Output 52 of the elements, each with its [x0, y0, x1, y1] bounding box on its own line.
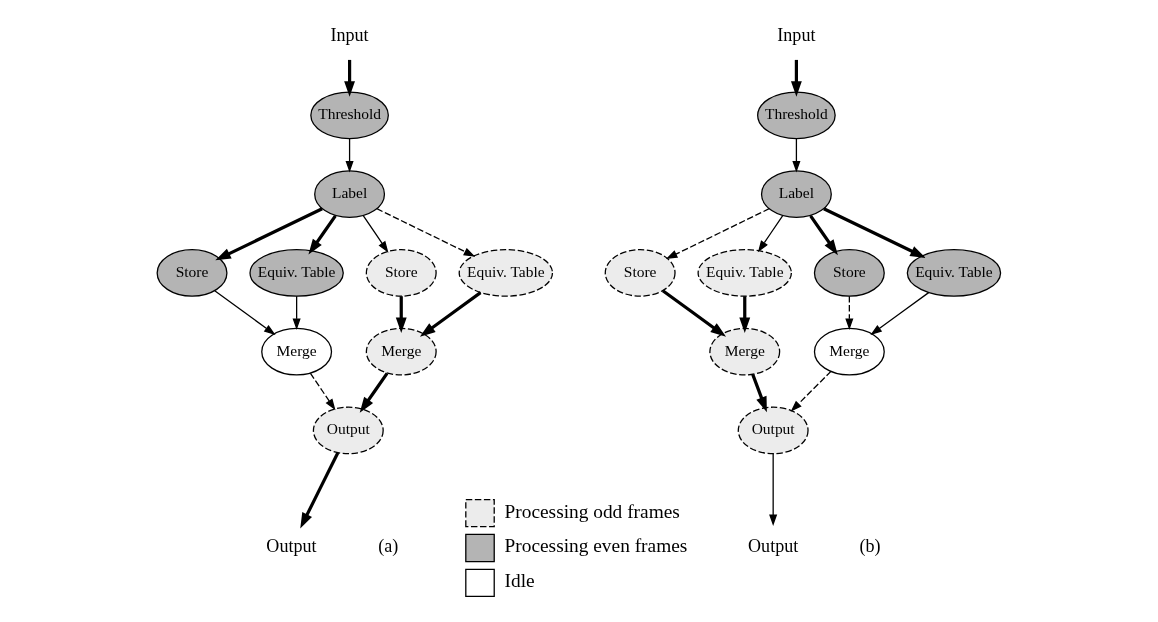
arrow [792, 138, 801, 173]
arrow [344, 59, 356, 97]
node-ellipse: Threshold [757, 91, 836, 140]
node-ellipse: Label [314, 170, 386, 218]
node-ellipse: Threshold [310, 91, 389, 140]
arrow [757, 215, 784, 253]
arrow [790, 370, 832, 412]
arrow [769, 453, 778, 527]
legend-label: Processing odd frames [504, 500, 680, 522]
arrow [739, 296, 751, 334]
arrow [359, 372, 389, 413]
legend-label: Idle [504, 570, 535, 592]
node-ellipse: Merge [709, 327, 781, 376]
arrow [308, 214, 337, 255]
arrow [751, 374, 767, 413]
node-text: Input [330, 25, 369, 46]
node-ellipse: Store [813, 249, 885, 297]
arrow [395, 296, 407, 334]
node-ellipse: Equiv. Table [249, 249, 344, 297]
arrow [309, 372, 336, 411]
label: (a) [378, 536, 399, 557]
node-ellipse: Store [156, 249, 228, 297]
arrow [790, 59, 802, 97]
arrow [845, 295, 854, 331]
arrow [665, 208, 770, 260]
node-ellipse: Output [737, 406, 809, 455]
node-ellipse: Merge [261, 327, 333, 376]
node-ellipse: Output [312, 406, 384, 455]
node-ellipse: Store [604, 249, 676, 297]
node-text: Output [266, 536, 317, 557]
arrow [362, 215, 389, 253]
legend-label: Processing even frames [504, 535, 688, 557]
arrow [809, 214, 838, 256]
node-ellipse: Equiv. Table [697, 249, 792, 297]
node-ellipse: Merge [813, 327, 885, 376]
arrow [345, 138, 354, 173]
arrow [300, 452, 340, 529]
arrow [376, 208, 476, 257]
node-ellipse: Merge [365, 327, 437, 376]
arrow [214, 290, 276, 336]
node-text: Output [748, 536, 799, 557]
arrow [870, 292, 930, 336]
label: (b) [859, 536, 881, 557]
arrow [823, 207, 926, 258]
node-ellipse: Equiv. Table [906, 249, 1002, 297]
node-ellipse: Store [365, 249, 437, 297]
arrow [215, 207, 323, 261]
node-text: Input [777, 25, 816, 46]
arrow [661, 289, 727, 337]
node-ellipse: Label [760, 170, 832, 218]
arrow [292, 295, 301, 331]
arrow [419, 291, 482, 337]
